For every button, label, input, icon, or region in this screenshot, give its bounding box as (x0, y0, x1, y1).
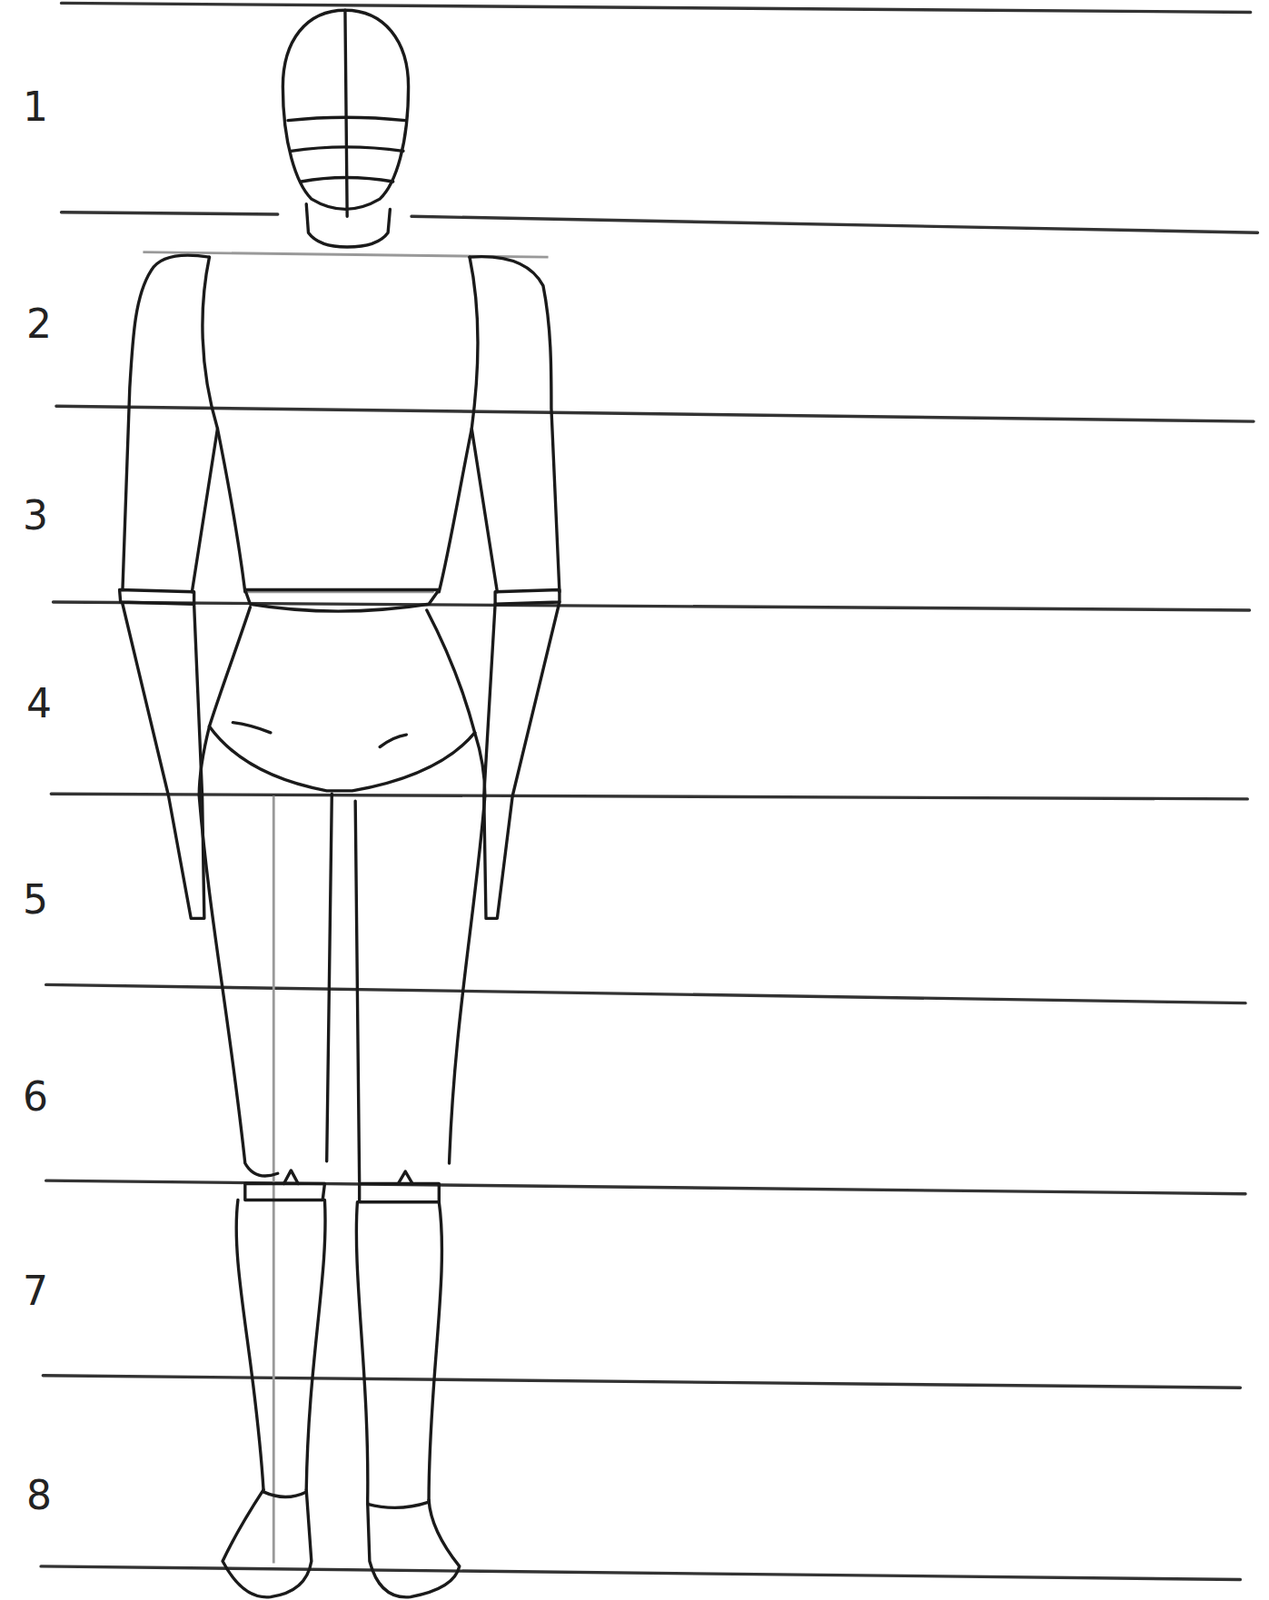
head-count-number: 1 (22, 87, 49, 128)
head-count-number: 6 (22, 1077, 49, 1118)
head-count-number: 5 (22, 880, 49, 921)
head-count-number: 2 (26, 304, 52, 345)
head-count-number: 7 (22, 1271, 49, 1312)
head-count-number: 3 (22, 495, 49, 536)
head-count-number: 8 (26, 1476, 52, 1517)
head-count-number: 4 (26, 684, 52, 724)
